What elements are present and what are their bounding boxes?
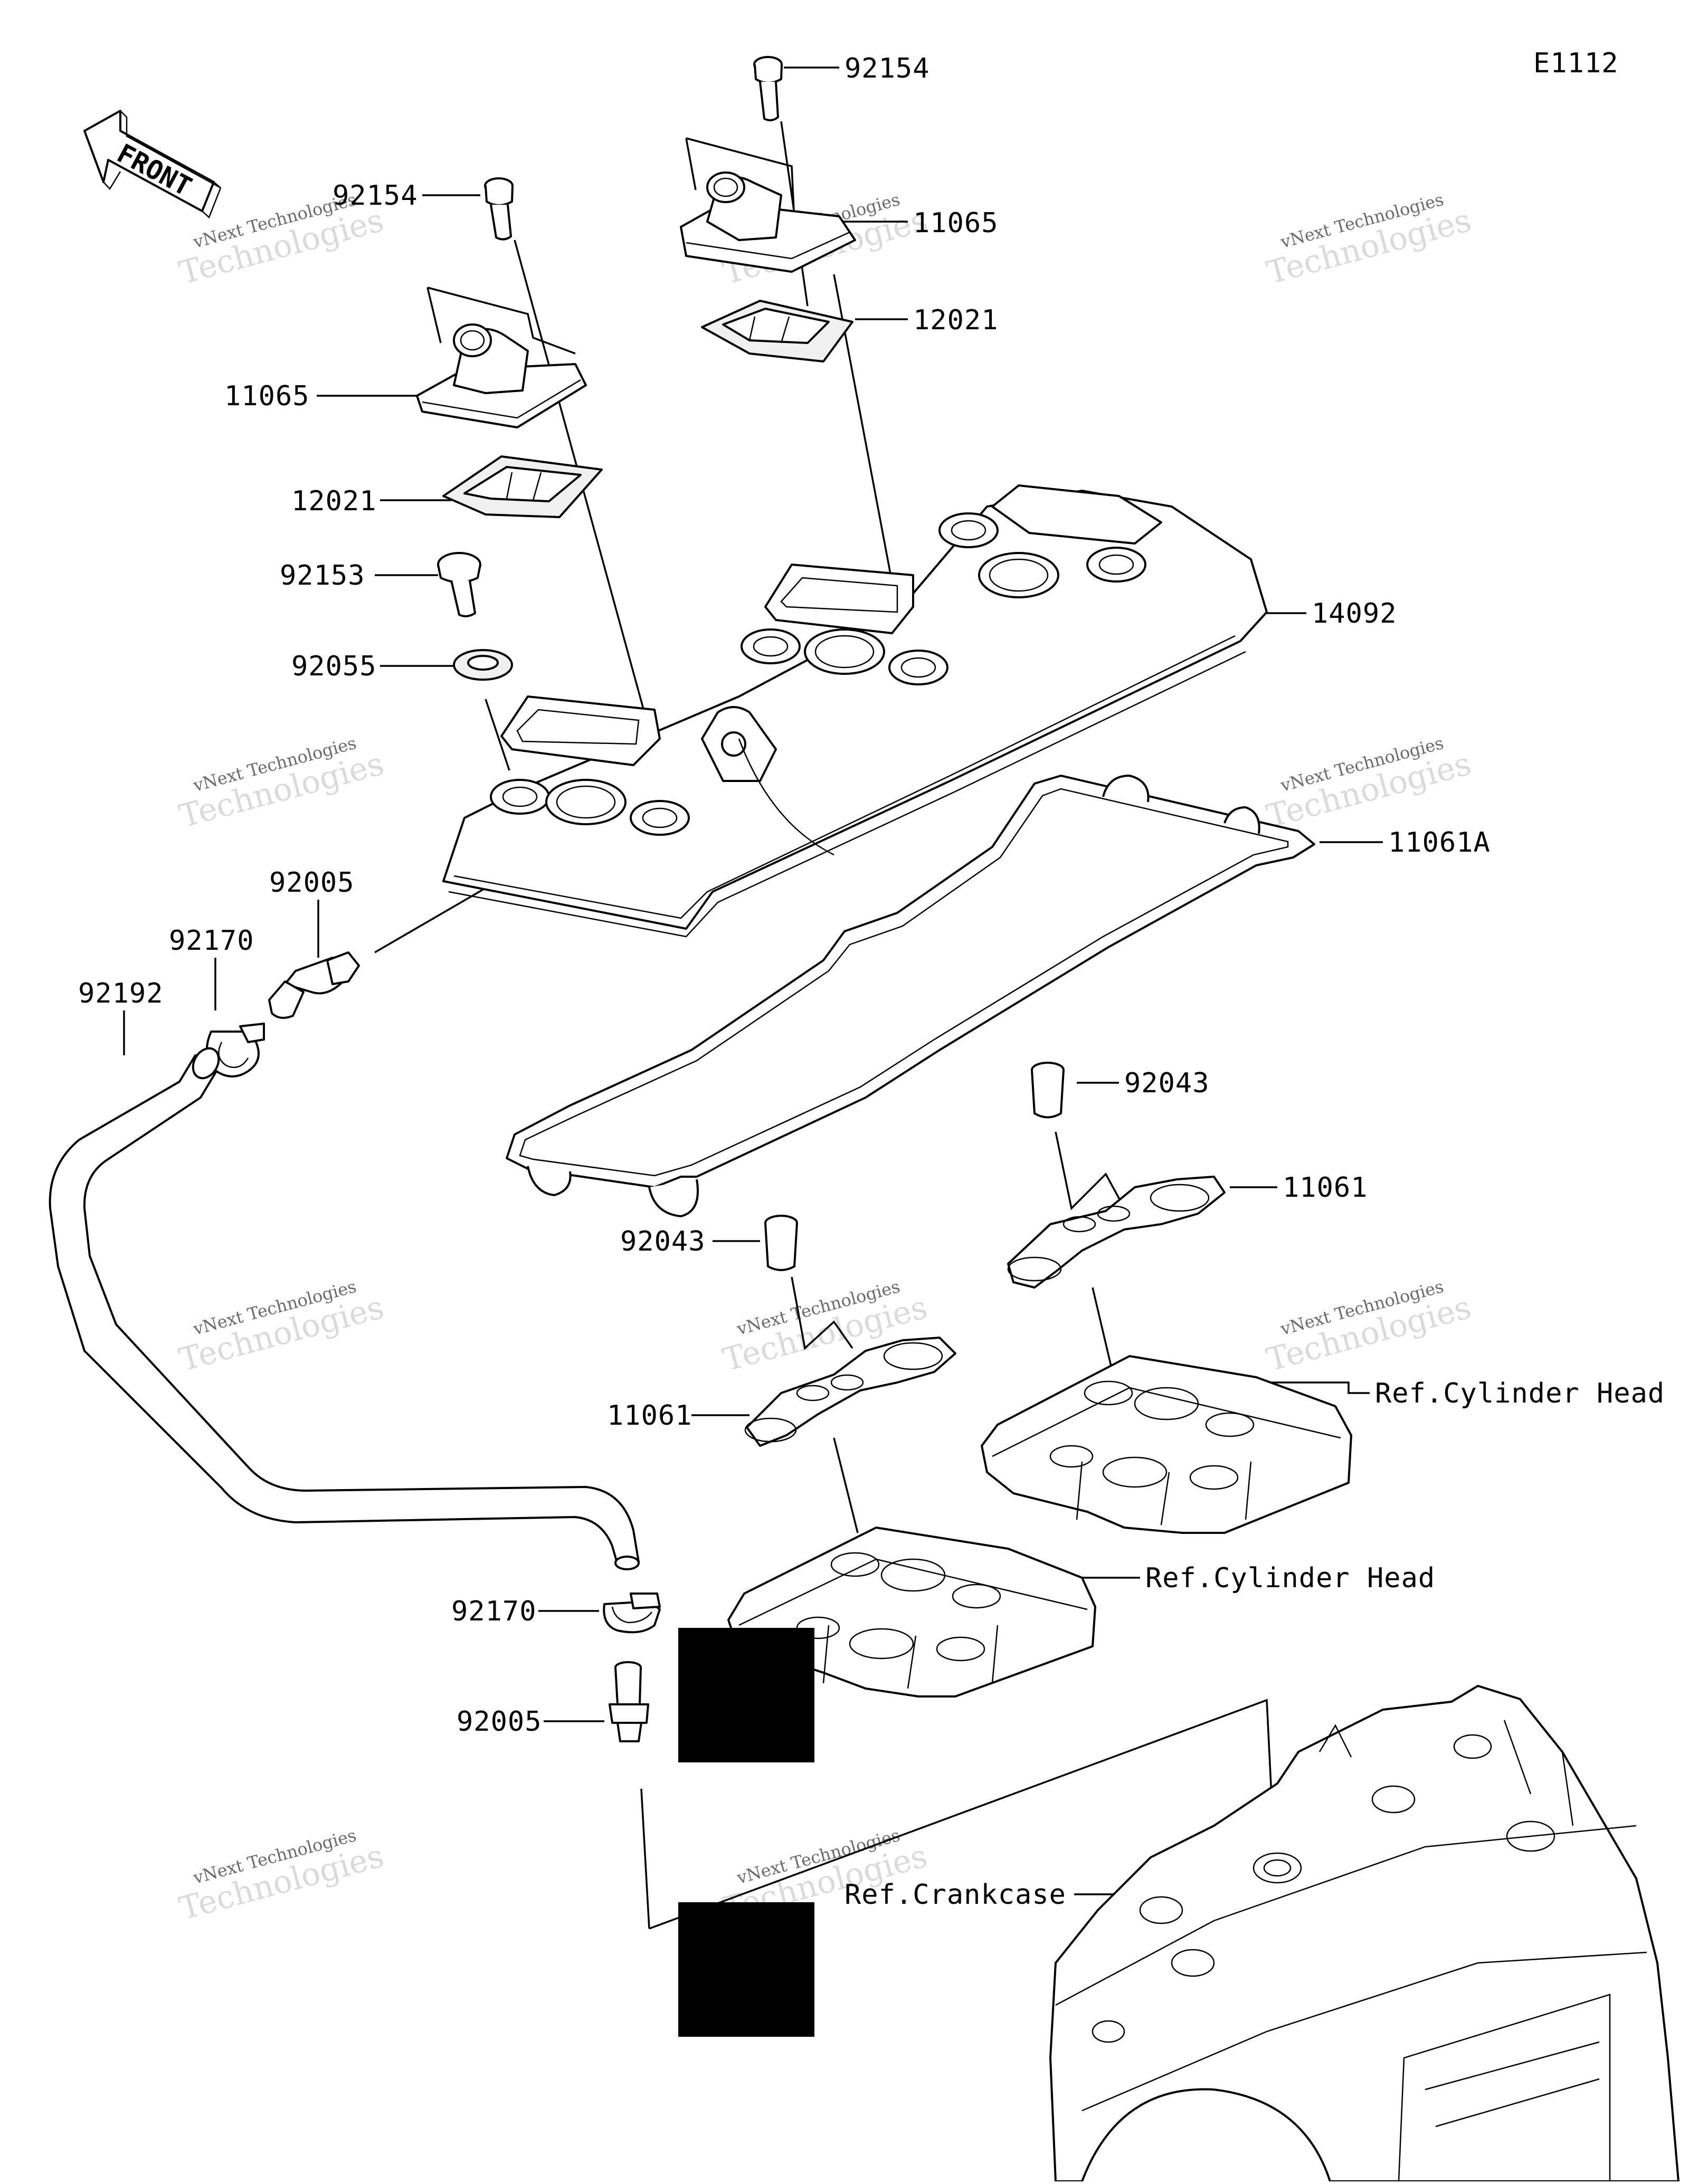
part-label-12021-right[interactable]: 12021 [913, 304, 999, 336]
part-label-ref-cylinder-head-right[interactable]: Ref.Cylinder Head [1375, 1378, 1665, 1409]
breather-hose-92192 [49, 1047, 640, 1570]
watermark: vNext Technologies Technologies [1263, 189, 1475, 292]
cylinder-head-cover-14092 [442, 484, 1268, 938]
cylinder-head-ref-right [981, 1355, 1352, 1534]
gasket-12021-right [701, 300, 853, 363]
part-label-92005-bottom[interactable]: 92005 [457, 1706, 542, 1738]
front-label: FRONT [112, 138, 196, 202]
diagram-code: E1112 [1533, 47, 1619, 79]
fitting-92005-top [268, 951, 360, 1019]
part-label-12021-left[interactable]: 12021 [291, 485, 377, 517]
part-label-11061A[interactable]: 11061A [1388, 827, 1491, 859]
part-label-92005-top[interactable]: 92005 [269, 867, 355, 899]
part-labels: 92154 92154 11065 12021 11065 12021 9215… [78, 53, 1665, 1911]
part-label-92170-top[interactable]: 92170 [169, 925, 254, 957]
part-label-92043-left[interactable]: 92043 [620, 1226, 706, 1257]
part-label-92154-top[interactable]: 92154 [844, 53, 930, 84]
dowel-92043-left [764, 1215, 798, 1271]
dowel-92043-right [1031, 1062, 1065, 1119]
bolt-92154-top [753, 56, 783, 121]
fitting-92005-bottom [609, 1661, 649, 1742]
part-label-92043-right[interactable]: 92043 [1124, 1067, 1210, 1099]
gasket-11061-right [1007, 1176, 1226, 1289]
gasket-11061-left [744, 1337, 956, 1447]
part-label-11061-left[interactable]: 11061 [607, 1400, 692, 1432]
watermark: vNext Technologies Technologies [176, 1825, 388, 1928]
watermark: vNext Technologies Technologies [1263, 733, 1475, 835]
part-label-11065-right[interactable]: 11065 [913, 207, 999, 239]
part-label-ref-crankcase[interactable]: Ref.Crankcase [844, 1879, 1066, 1911]
part-label-92192[interactable]: 92192 [78, 978, 164, 1009]
front-arrow-icon: FRONT [83, 110, 222, 219]
part-label-92055[interactable]: 92055 [291, 651, 377, 682]
part-label-ref-cylinder-head-left[interactable]: Ref.Cylinder Head [1145, 1562, 1435, 1594]
part-label-92170-bottom[interactable]: 92170 [451, 1596, 537, 1627]
breather-cover-11065-right [680, 171, 856, 273]
clamp-92170-bottom [603, 1592, 661, 1634]
head-cover-gasket-11061A [506, 775, 1315, 1217]
watermark: vNext Technologies Technologies [1263, 1276, 1475, 1379]
watermark: vNext Technologies Technologies [176, 733, 388, 835]
gasket-12021-left [442, 455, 603, 518]
redaction-block [678, 1628, 814, 1762]
redaction-block [678, 1902, 814, 2037]
watermark: vNext Technologies Technologies [176, 1276, 388, 1379]
breather-cover-11065-left [416, 323, 587, 428]
washer-92055 [453, 649, 513, 681]
crankcase-ref [1049, 1685, 1679, 2182]
part-label-92154-left[interactable]: 92154 [333, 180, 418, 212]
part-label-11061-right[interactable]: 11061 [1283, 1172, 1368, 1204]
part-label-11065-left[interactable]: 11065 [224, 380, 310, 412]
bolt-92153 [437, 552, 481, 617]
part-label-14092[interactable]: 14092 [1312, 598, 1397, 630]
part-label-92153[interactable]: 92153 [280, 560, 365, 592]
bolt-92154-left [484, 177, 514, 241]
